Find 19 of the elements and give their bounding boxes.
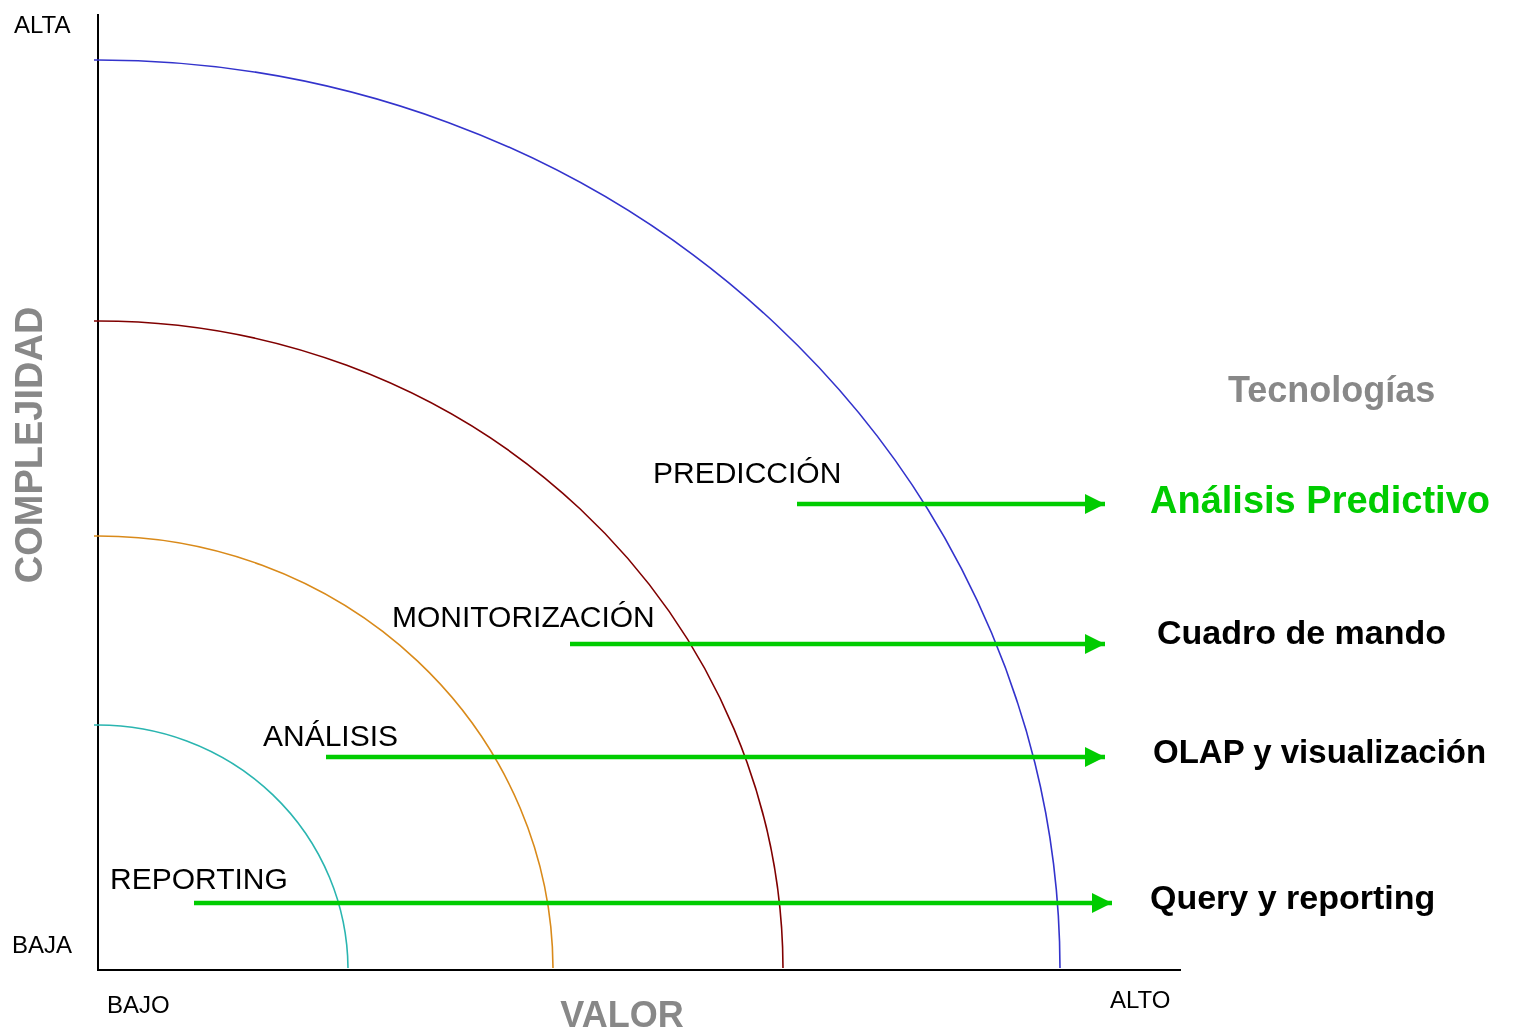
technology-label: Query y reporting (1150, 878, 1436, 916)
level-label: PREDICCIÓN (653, 456, 842, 489)
axis-title: VALOR (560, 995, 684, 1031)
arrow (326, 746, 1105, 768)
technology-label: OLAP y visualización (1153, 733, 1487, 770)
level-label: REPORTING (110, 862, 288, 895)
arrow (797, 493, 1105, 515)
column-heading: Tecnologías (1228, 370, 1436, 410)
arrow (194, 892, 1112, 914)
axis-label: BAJO (107, 992, 170, 1019)
level-label: MONITORIZACIÓN (392, 600, 655, 633)
axis-label: ALTO (1110, 987, 1171, 1014)
axis-title: COMPLEJIDAD (9, 306, 51, 584)
arrow (570, 633, 1105, 655)
axis-label: ALTA (14, 12, 71, 39)
technology-label: Cuadro de mando (1157, 613, 1447, 651)
level-label: ANÁLISIS (263, 719, 399, 752)
technology-label: Análisis Predictivo (1150, 479, 1490, 521)
axis-label: BAJA (12, 932, 73, 959)
